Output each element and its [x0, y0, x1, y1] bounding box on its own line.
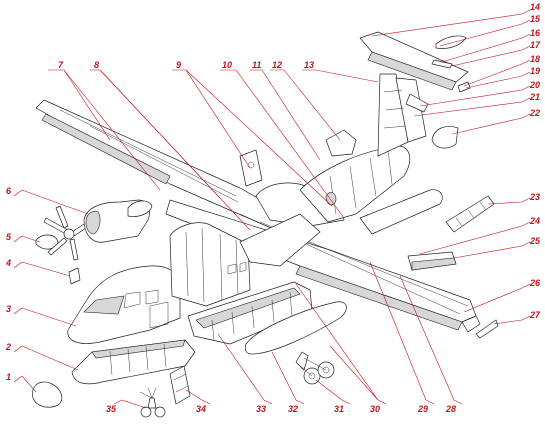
- part-nose-radome: [32, 381, 63, 408]
- part-propeller-spinner: [35, 234, 59, 250]
- part-access-panel: [68, 267, 81, 285]
- part-belly-fairing: [244, 301, 347, 355]
- part-main-landing-gear: [295, 351, 335, 385]
- aircraft-parts: [32, 31, 499, 418]
- leader-lines: [13, 9, 531, 409]
- callout-22: 22: [529, 108, 540, 118]
- part-engine-intake: [85, 211, 101, 235]
- part-nose-gear-door: [169, 365, 191, 405]
- callout-20: 20: [529, 80, 540, 90]
- part-cockpit-window: [123, 289, 159, 309]
- part-right-wing-flap: [295, 265, 463, 331]
- callout-23: 23: [529, 192, 540, 202]
- part-horizontal-stabilizer: [359, 31, 469, 83]
- callout-35: 35: [106, 404, 117, 414]
- callout-5: 5: [6, 232, 12, 242]
- callout-29: 29: [417, 404, 428, 414]
- callout-13: 13: [304, 60, 314, 70]
- callout-6: 6: [6, 186, 12, 196]
- callout-21: 21: [529, 92, 540, 102]
- callout-33: 33: [256, 404, 266, 414]
- part-flap-ribs: [455, 201, 487, 227]
- callout-numbers: 1 2 3 4 5 6 7 8 9 10 11 12 13 14 15 16 1…: [5, 2, 541, 414]
- part-cockpit-windshield: [83, 295, 125, 315]
- part-wing-tip-fairing: [475, 319, 499, 339]
- callout-26: 26: [529, 278, 541, 288]
- part-wing-tip: [461, 315, 481, 333]
- callout-2: 2: [5, 342, 11, 352]
- part-nose-lower-floor: [91, 339, 186, 359]
- callout-9: 9: [176, 60, 181, 70]
- callout-19: 19: [530, 66, 540, 76]
- callout-8: 8: [94, 60, 99, 70]
- part-cabin-frames: [185, 227, 239, 303]
- callout-17: 17: [530, 40, 541, 50]
- callout-11: 11: [252, 60, 261, 70]
- callout-1: 1: [6, 372, 11, 382]
- part-propeller: [43, 205, 93, 261]
- callout-31: 31: [334, 404, 344, 414]
- callout-12: 12: [272, 60, 282, 70]
- callout-34: 34: [196, 404, 206, 414]
- part-cockpit-door: [149, 301, 169, 329]
- part-wing-centre-box: [359, 189, 443, 235]
- part-lower-frames: [211, 291, 293, 341]
- callout-3: 3: [6, 304, 11, 314]
- callout-24: 24: [529, 216, 540, 226]
- callout-25: 25: [529, 236, 541, 246]
- part-nose-gear-door-edge: [173, 373, 189, 393]
- part-nose-landing-gear: [139, 387, 166, 418]
- callout-32: 32: [288, 404, 298, 414]
- part-cockpit-section: [67, 265, 181, 344]
- part-left-wing-spars: [59, 109, 239, 203]
- callout-15: 15: [530, 14, 541, 24]
- callout-30: 30: [370, 404, 380, 414]
- callout-10: 10: [222, 60, 232, 70]
- part-cabin-floor: [239, 213, 321, 267]
- part-fin-root: [405, 93, 429, 113]
- callout-14: 14: [530, 2, 540, 12]
- part-rudder: [395, 77, 427, 143]
- part-fin-ribs: [383, 89, 407, 129]
- part-left-wing: [35, 99, 301, 237]
- part-fuel-tank-fairing-shade: [411, 257, 457, 271]
- callout-27: 27: [529, 310, 541, 320]
- part-tail-fairing: [325, 129, 357, 157]
- part-left-wing-flap: [41, 113, 171, 185]
- callout-7: 7: [58, 60, 64, 70]
- part-trim-tab: [431, 59, 453, 69]
- part-nacelle-cowl: [127, 200, 153, 217]
- part-tail-cone: [431, 126, 459, 149]
- part-stabilizer-tip: [435, 35, 467, 49]
- part-cabin-window: [227, 261, 247, 275]
- callout-18: 18: [530, 54, 540, 64]
- part-fuselage-opening: [325, 192, 337, 206]
- callout-16: 16: [530, 28, 541, 38]
- part-cabin-section: [169, 222, 251, 307]
- part-lower-fuselage-floor: [195, 287, 301, 329]
- part-nose-lower-frames: [109, 343, 167, 376]
- callout-4: 4: [5, 258, 11, 268]
- part-flap-panel: [445, 195, 495, 233]
- part-elevator: [367, 51, 457, 91]
- callout-28: 28: [445, 404, 456, 414]
- part-elevator-horn: [457, 81, 471, 93]
